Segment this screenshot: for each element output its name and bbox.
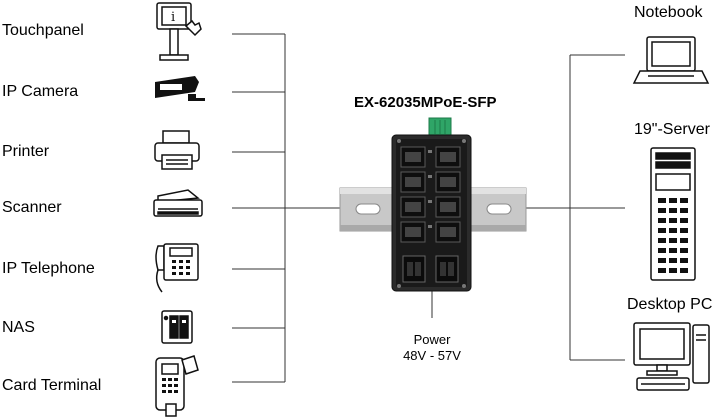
notebook-icon (632, 36, 710, 84)
nas-icon (161, 310, 193, 344)
desktop-pc-icon (633, 322, 710, 391)
label-nas: NAS (2, 319, 35, 336)
label-server: 19"-Server (634, 121, 710, 138)
right-connection-lines (523, 54, 625, 361)
poe-switch-device (391, 117, 472, 292)
label-scanner: Scanner (2, 199, 62, 216)
scanner-icon (153, 189, 203, 217)
svg-text:i: i (171, 10, 175, 25)
power-info: Power 48V - 57V (387, 332, 477, 364)
printer-icon (154, 130, 200, 170)
label-printer: Printer (2, 143, 50, 160)
device-model-title: EX-62035MPoE-SFP (354, 94, 497, 111)
label-ip-camera: IP Camera (2, 83, 79, 100)
label-notebook: Notebook (634, 4, 703, 21)
label-touchpanel: Touchpanel (2, 22, 84, 39)
ip-camera-icon (155, 76, 205, 101)
touchpanel-kiosk-icon: i (156, 2, 202, 61)
label-card-terminal: Card Terminal (2, 377, 102, 394)
power-voltage: 48V - 57V (403, 348, 461, 363)
card-terminal-icon (155, 355, 199, 417)
ip-telephone-icon (155, 243, 199, 293)
power-label: Power (413, 332, 451, 347)
label-desktop-pc: Desktop PC (627, 296, 713, 313)
label-ip-telephone: IP Telephone (2, 260, 95, 277)
server-rack-icon (650, 147, 696, 281)
left-connection-lines (232, 33, 345, 383)
